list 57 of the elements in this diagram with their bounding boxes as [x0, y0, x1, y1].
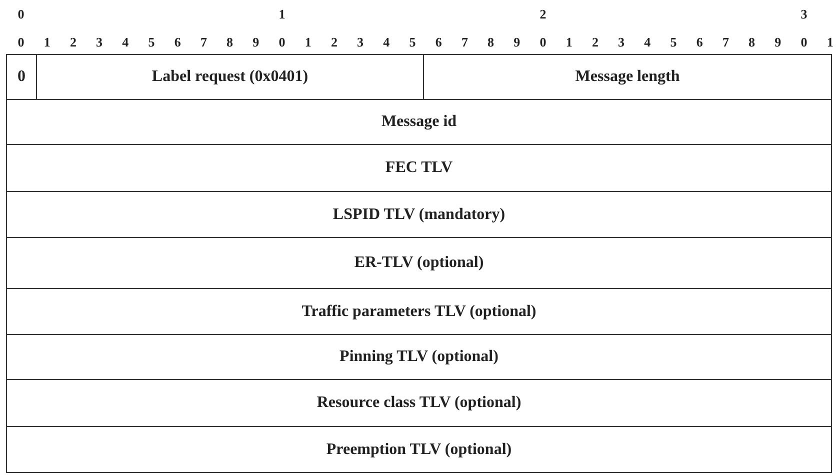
- field-cell: [6, 334, 832, 380]
- bit-number: 0: [278, 36, 286, 48]
- field-cell: [423, 54, 832, 100]
- field-name: ER-TLV (optional): [354, 253, 484, 273]
- bit-number: 8: [748, 36, 756, 48]
- bit-number: 4: [383, 36, 390, 48]
- bit-number: 7: [200, 36, 207, 48]
- field-cell: [6, 191, 832, 238]
- field-cell: [6, 54, 37, 100]
- field-cell: [6, 379, 832, 427]
- field-name: Message length: [575, 67, 680, 87]
- bit-number: 1: [566, 36, 572, 48]
- field-name: Resource class TLV (optional): [316, 393, 522, 413]
- bit-number: 4: [122, 36, 129, 48]
- bit-number: 9: [774, 36, 782, 48]
- bit-number: 8: [488, 36, 494, 48]
- field-cell: [6, 288, 832, 335]
- bit-number: 1: [278, 8, 286, 20]
- bit-number: 7: [722, 36, 729, 48]
- bit-number: 2: [540, 8, 546, 20]
- bit-number: 2: [330, 36, 338, 48]
- bit-number: 5: [409, 36, 416, 48]
- field-name: Pinning TLV (optional): [340, 347, 498, 367]
- field-cell: [6, 144, 832, 192]
- bit-number: 0: [540, 36, 546, 48]
- field-cell: [6, 426, 832, 473]
- bit-number: 0: [18, 36, 24, 48]
- bit-number: 3: [618, 36, 625, 48]
- field-name: Label request (0x0401): [152, 67, 308, 87]
- bit-number: 3: [357, 36, 364, 48]
- field-name: Message id: [381, 112, 457, 132]
- field-cell: [6, 237, 832, 289]
- bit-number: 6: [696, 36, 703, 48]
- bit-number: 3: [96, 36, 103, 48]
- bit-number: 4: [644, 36, 651, 48]
- bit-number: 6: [435, 36, 442, 48]
- bit-number: 1: [826, 36, 834, 48]
- bit-number: 8: [226, 36, 234, 48]
- field-cell: [6, 99, 832, 145]
- bit-number: 2: [592, 36, 598, 48]
- bit-number: 1: [44, 36, 50, 48]
- bit-number: 1: [304, 36, 312, 48]
- bit-number: 9: [514, 36, 520, 48]
- bit-number: 7: [461, 36, 468, 48]
- bit-number: 9: [252, 36, 260, 48]
- bit-number: 5: [670, 36, 677, 48]
- bit-number: 5: [148, 36, 155, 48]
- bit-number: 0: [800, 36, 808, 48]
- bit-number: 0: [18, 8, 24, 20]
- field-name: Preemption TLV (optional): [326, 440, 512, 460]
- field-name: Traffic parameters TLV (optional): [302, 302, 536, 322]
- field-name: 0: [18, 67, 26, 87]
- bit-number: 2: [70, 36, 76, 48]
- bit-number: 3: [800, 8, 808, 20]
- field-name: FEC TLV: [385, 158, 453, 178]
- field-name: LSPID TLV (mandatory): [332, 204, 506, 224]
- bit-number: 6: [174, 36, 181, 48]
